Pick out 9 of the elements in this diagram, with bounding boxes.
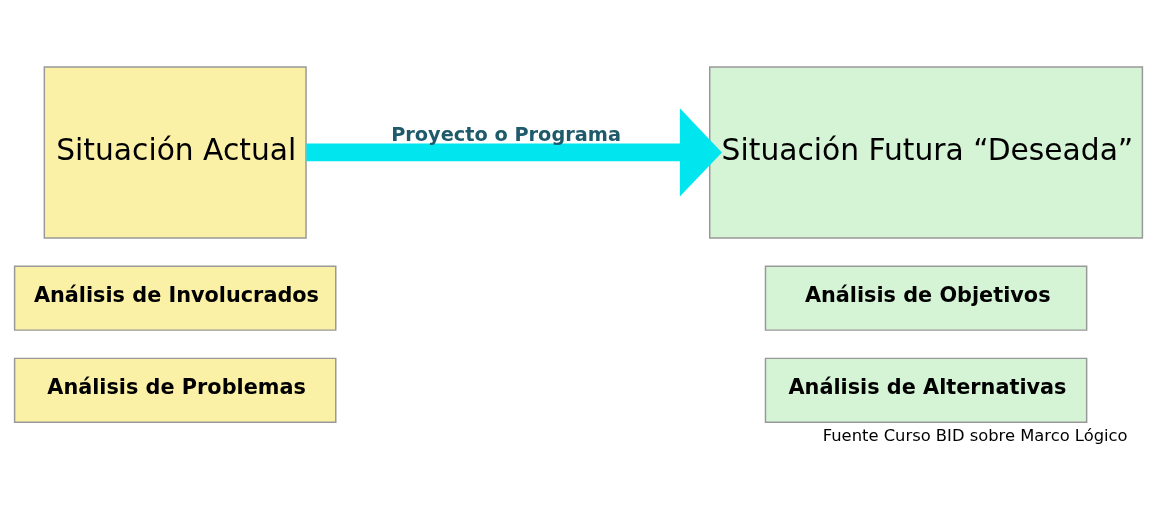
arrow <box>306 108 722 197</box>
node-box: Análisis de Alternativas <box>764 357 1088 424</box>
node-box: Análisis de Involucrados <box>13 265 337 331</box>
node-box: Análisis de Objetivos <box>764 265 1088 331</box>
node-box: Análisis de Problemas <box>13 357 337 424</box>
node-box: Situación Actual <box>43 66 307 239</box>
caption: Fuente Curso BID sobre Marco Lógico <box>822 426 1128 446</box>
edge-label: Proyecto o Programa <box>391 123 621 147</box>
node-box: Situación Futura “Deseada” <box>708 66 1144 239</box>
